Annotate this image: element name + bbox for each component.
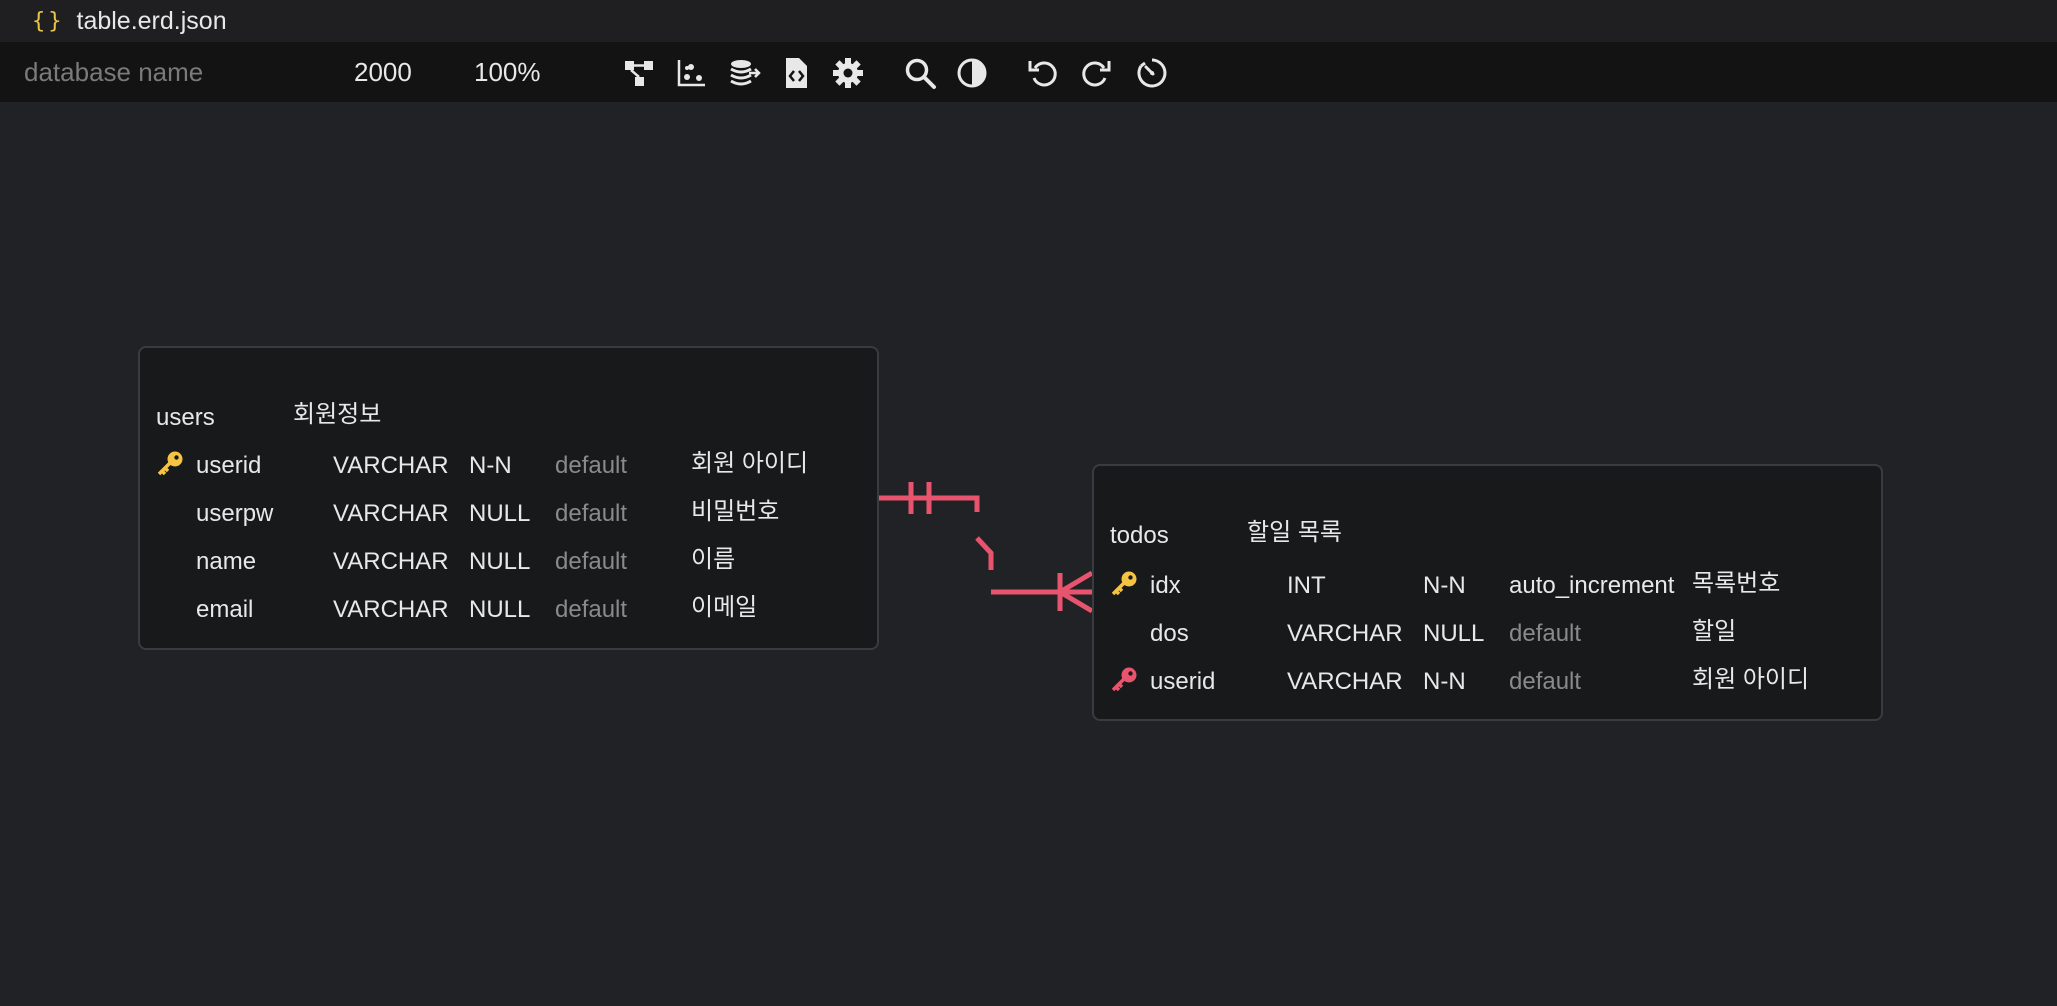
column-type[interactable]: VARCHAR xyxy=(333,452,449,479)
tab-bar: {} table.erd.json xyxy=(0,0,2057,42)
database-name-input[interactable]: database name xyxy=(24,57,204,87)
foreign-key-icon xyxy=(1111,667,1137,692)
column-comment[interactable]: 이메일 xyxy=(691,594,758,621)
column-type[interactable]: VARCHAR xyxy=(1287,668,1403,695)
database-export-icon[interactable] xyxy=(726,55,762,91)
column-type[interactable]: INT xyxy=(1287,572,1326,599)
column-type[interactable]: VARCHAR xyxy=(333,500,449,527)
column-default[interactable]: auto_increment xyxy=(1509,572,1675,599)
json-file-icon: {} xyxy=(32,8,65,34)
toolbar: database name 2000 100% xyxy=(0,42,2057,102)
column-type[interactable]: VARCHAR xyxy=(333,548,449,575)
table-users[interactable]: users 회원정보 userid VARCHAR N-N default 회원… xyxy=(138,346,879,650)
column-default[interactable]: default xyxy=(555,452,628,479)
history-timer-icon[interactable] xyxy=(1134,55,1170,91)
column-comment[interactable]: 회원 아이디 xyxy=(691,450,809,477)
column-nullable[interactable]: N-N xyxy=(1423,572,1466,599)
gear-icon[interactable] xyxy=(830,55,866,91)
tab-title[interactable]: table.erd.json xyxy=(76,6,227,35)
theme-contrast-icon[interactable] xyxy=(954,55,990,91)
table-comment[interactable]: 회원정보 xyxy=(293,401,382,428)
column-nullable[interactable]: N-N xyxy=(469,452,512,479)
search-icon[interactable] xyxy=(902,55,938,91)
column-nullable[interactable]: NULL xyxy=(1423,620,1485,647)
column-name[interactable]: dos xyxy=(1150,620,1189,647)
column-comment[interactable]: 회원 아이디 xyxy=(1692,666,1810,693)
canvas-size-input[interactable]: 2000 xyxy=(354,57,412,87)
column-comment[interactable]: 비밀번호 xyxy=(691,498,780,525)
column-comment[interactable]: 목록번호 xyxy=(1692,570,1781,597)
scatter-chart-icon[interactable] xyxy=(673,55,709,91)
zoom-level[interactable]: 100% xyxy=(474,57,541,87)
column-default[interactable]: default xyxy=(1509,620,1582,647)
redo-icon[interactable] xyxy=(1078,55,1114,91)
table-name[interactable]: todos xyxy=(1110,522,1169,549)
table-name[interactable]: users xyxy=(156,404,215,431)
column-type[interactable]: VARCHAR xyxy=(333,596,449,623)
column-name[interactable]: email xyxy=(196,596,254,623)
column-nullable[interactable]: NULL xyxy=(469,500,531,527)
table-todos[interactable]: todos 할일 목록 idx INT N-N auto_increment 목… xyxy=(1092,464,1883,721)
column-default[interactable]: default xyxy=(555,596,628,623)
undo-icon[interactable] xyxy=(1025,55,1061,91)
column-default[interactable]: default xyxy=(1509,668,1582,695)
column-comment[interactable]: 할일 xyxy=(1692,618,1737,645)
column-default[interactable]: default xyxy=(555,500,628,527)
column-nullable[interactable]: NULL xyxy=(469,548,531,575)
column-nullable[interactable]: N-N xyxy=(1423,668,1466,695)
column-name[interactable]: name xyxy=(196,548,257,575)
file-code-icon[interactable] xyxy=(778,55,814,91)
relationship-icon[interactable] xyxy=(621,55,657,91)
table-comment[interactable]: 할일 목록 xyxy=(1247,519,1342,546)
column-default[interactable]: default xyxy=(555,548,628,575)
column-nullable[interactable]: NULL xyxy=(469,596,531,623)
column-name[interactable]: userpw xyxy=(196,500,274,527)
primary-key-icon xyxy=(157,451,183,476)
column-comment[interactable]: 이름 xyxy=(691,546,736,573)
primary-key-icon xyxy=(1111,571,1137,596)
column-name[interactable]: idx xyxy=(1150,572,1181,599)
column-name[interactable]: userid xyxy=(1150,668,1216,695)
column-type[interactable]: VARCHAR xyxy=(1287,620,1403,647)
column-name[interactable]: userid xyxy=(196,452,262,479)
